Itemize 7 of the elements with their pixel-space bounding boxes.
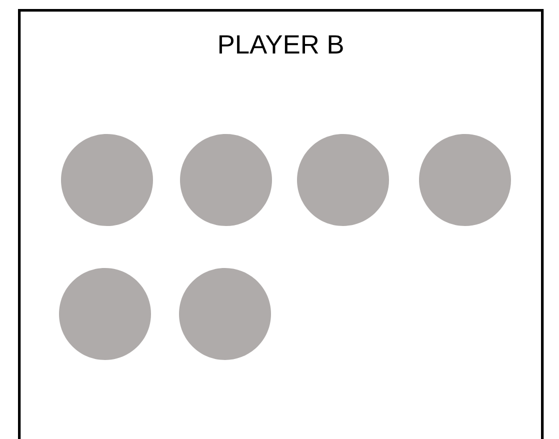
- token-circle: [180, 134, 272, 226]
- token-circle: [61, 134, 153, 226]
- token-circle: [59, 268, 151, 360]
- token-circle: [297, 134, 389, 226]
- token-circle: [419, 134, 511, 226]
- player-panel: PLAYER B: [18, 9, 544, 439]
- token-circle: [179, 268, 271, 360]
